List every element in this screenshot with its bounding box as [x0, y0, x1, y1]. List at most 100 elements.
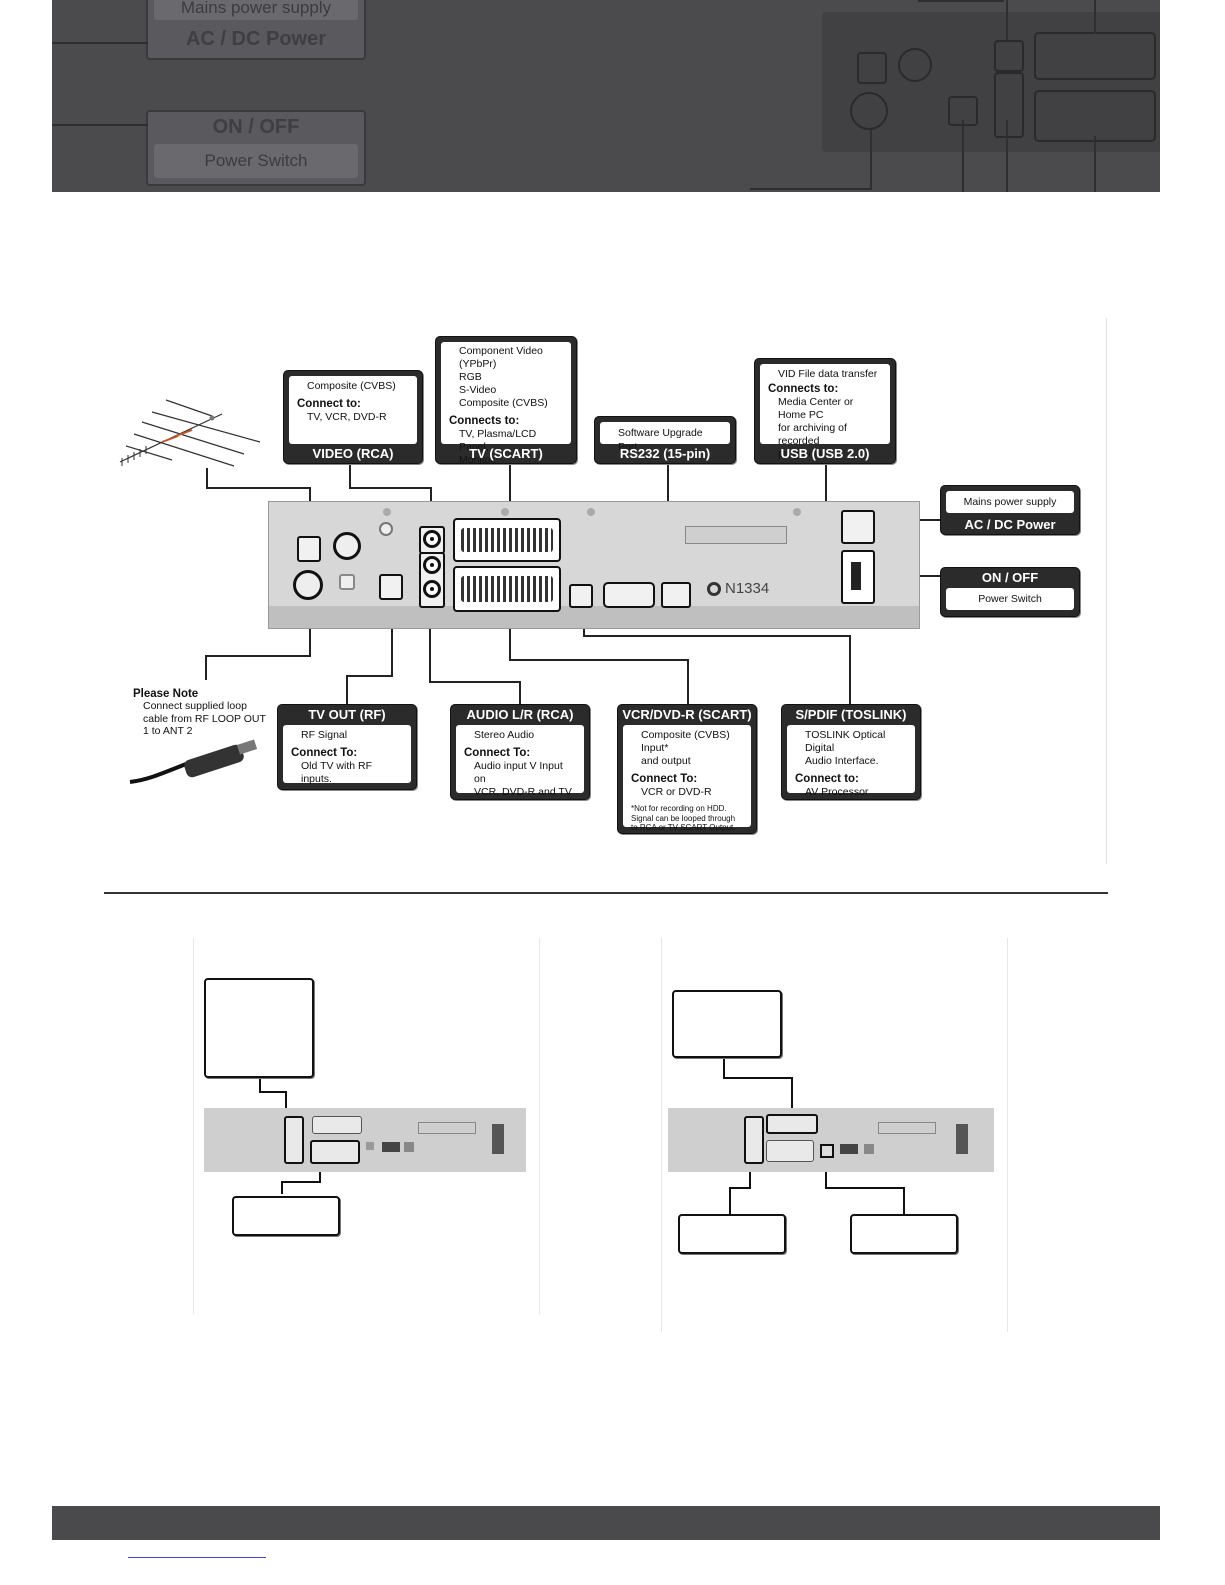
mini-port [956, 1124, 968, 1154]
video-rca-jack[interactable] [423, 530, 441, 548]
audio-right-jack[interactable] [423, 580, 441, 598]
rf-loop-in-port[interactable] [379, 522, 393, 536]
spdif-signal: Audio Interface. [805, 755, 879, 767]
banner-connector-line [1006, 0, 1008, 40]
banner-connector-line [870, 130, 872, 190]
spdif-connects: AV Processor [805, 786, 869, 798]
ant-in-port[interactable] [297, 536, 321, 562]
spdif-signal: TOSLINK Optical Digital [805, 729, 886, 754]
audio-connects: VCR, DVD-R and TV [474, 786, 572, 798]
mini-right-lines [723, 1056, 905, 1214]
tv-scart-port[interactable] [453, 518, 561, 562]
video-rca-signal: Composite (CVBS) [307, 380, 396, 392]
tv-scart-signal: Component Video (YPbPr) [459, 345, 543, 370]
callout-tv-out-title: TV OUT (RF) [308, 707, 386, 722]
banner-connector-line [52, 124, 148, 126]
mini-right-tv-box [672, 990, 782, 1058]
usb-connects: programs [778, 448, 823, 460]
mini-port [366, 1142, 374, 1150]
callout-tv-scart-title: TV (SCART) [469, 446, 543, 461]
tv-scart-signal: RGB [459, 371, 482, 383]
tv-out-rf-port[interactable] [379, 574, 403, 600]
tv-scart-heading: Connects to: [449, 415, 520, 427]
rf-loop-out-port[interactable] [339, 574, 355, 590]
usb-heading: Connects to: [768, 383, 839, 395]
callout-video-rca-title: VIDEO (RCA) [312, 446, 394, 461]
banner-scart [1034, 32, 1156, 80]
mini-port [878, 1122, 936, 1134]
section-divider [104, 892, 1108, 894]
line-tv-out [346, 582, 393, 704]
vcr-connects: VCR or DVD-R [641, 786, 712, 798]
callout-ac-dc-title: AC / DC Power [964, 517, 1056, 532]
rear-panel-device: N1334 [268, 501, 920, 629]
banner-port [850, 92, 888, 130]
callout-spdif-title: S/PDIF (TOSLINK) [795, 707, 907, 722]
banner-connector-line [962, 120, 964, 192]
banner-port [857, 52, 887, 84]
banner-on-off-box: ON / OFF Power Switch [146, 110, 366, 186]
banner-connector-line [1094, 0, 1096, 34]
banner-device-crop [822, 12, 1160, 152]
mini-port [744, 1116, 764, 1164]
tv-scart-connects: Monitor. [459, 454, 497, 466]
callout-usb: VID File data transfer Connects to: Medi… [754, 358, 896, 464]
power-inlet[interactable] [841, 510, 875, 544]
audio-connects: Audio input V Input on [474, 760, 563, 785]
callout-tv-scart-body: Component Video (YPbPr) RGB S-Video Comp… [441, 342, 571, 466]
callout-audio: AUDIO L/R (RCA) Stereo Audio Connect To:… [450, 704, 590, 800]
mini-right-spdif-box [850, 1214, 958, 1254]
tv-scart-signal: S-Video [459, 384, 497, 396]
video-rca-heading: Connect to: [297, 398, 361, 410]
device-lower-plate [269, 606, 919, 628]
mini-port [864, 1144, 874, 1154]
main-diagram: N1334 Composite (CVBS) Connect to: TV, V… [0, 300, 1225, 870]
line-vcr [509, 612, 689, 704]
usb-connects: Media Center or Home PC [778, 396, 854, 421]
rs232-signal: Software Upgrade Port [618, 427, 703, 453]
callout-rs232-title: RS232 (15-pin) [619, 446, 711, 461]
antenna-illustration [119, 399, 261, 467]
mini-port [766, 1140, 814, 1162]
callout-on-off-title: ON / OFF [981, 570, 1039, 585]
callout-spdif: S/PDIF (TOSLINK) TOSLINK Optical Digital… [781, 704, 921, 800]
mini-port [820, 1144, 834, 1158]
banner-ac-dc-box: Mains power supply AC / DC Power [146, 0, 366, 60]
audio-signal: Stereo Audio [474, 729, 535, 741]
rs232-port[interactable] [603, 582, 655, 608]
mini-port [310, 1140, 360, 1164]
callout-rs232-body: Software Upgrade Port [600, 422, 730, 453]
power-switch[interactable] [841, 550, 875, 604]
audio-left-jack[interactable] [423, 556, 441, 574]
banner-on-off-title: ON / OFF [212, 116, 300, 138]
device-screw [383, 508, 391, 516]
callout-audio-body: Stereo Audio Connect To: Audio input V I… [456, 725, 584, 798]
vcr-scart-port[interactable] [453, 566, 561, 612]
callout-usb-body: VID File data transfer Connects to: Medi… [760, 364, 890, 460]
tv-out-heading: Connect To: [291, 747, 358, 759]
callout-on-off-body: Power Switch [946, 588, 1074, 610]
please-note-line: 1 to ANT 2 [143, 725, 193, 737]
device-screw [793, 508, 801, 516]
video-rca-connects: TV, VCR, DVD-R [307, 411, 387, 423]
mini-port [382, 1142, 400, 1152]
please-note-title: Please Note [133, 688, 199, 700]
vcr-signal: and output [641, 755, 691, 767]
callout-tv-scart: Component Video (YPbPr) RGB S-Video Comp… [435, 336, 577, 466]
mini-port [312, 1116, 362, 1134]
please-note-line: Connect supplied loop [143, 700, 247, 712]
spdif-port[interactable] [569, 584, 593, 608]
usb-port[interactable] [661, 582, 691, 608]
ant-round-port[interactable] [333, 532, 361, 560]
ant2-port[interactable] [293, 570, 323, 600]
banner-port [994, 40, 1024, 72]
callout-spdif-body: TOSLINK Optical Digital Audio Interface.… [787, 725, 915, 798]
please-note-line: cable from RF LOOP OUT [143, 712, 266, 725]
line-audio [429, 600, 521, 704]
callout-vcr-title: VCR/DVD-R (SCART) [622, 707, 752, 722]
mini-port [284, 1116, 304, 1164]
diagram-frame-line [1106, 318, 1107, 864]
banner-scart [1034, 90, 1156, 142]
footer-link-underline[interactable] [128, 1557, 266, 1558]
vcr-footnote: *Not for recording on HDD. Signal can be… [631, 804, 736, 832]
